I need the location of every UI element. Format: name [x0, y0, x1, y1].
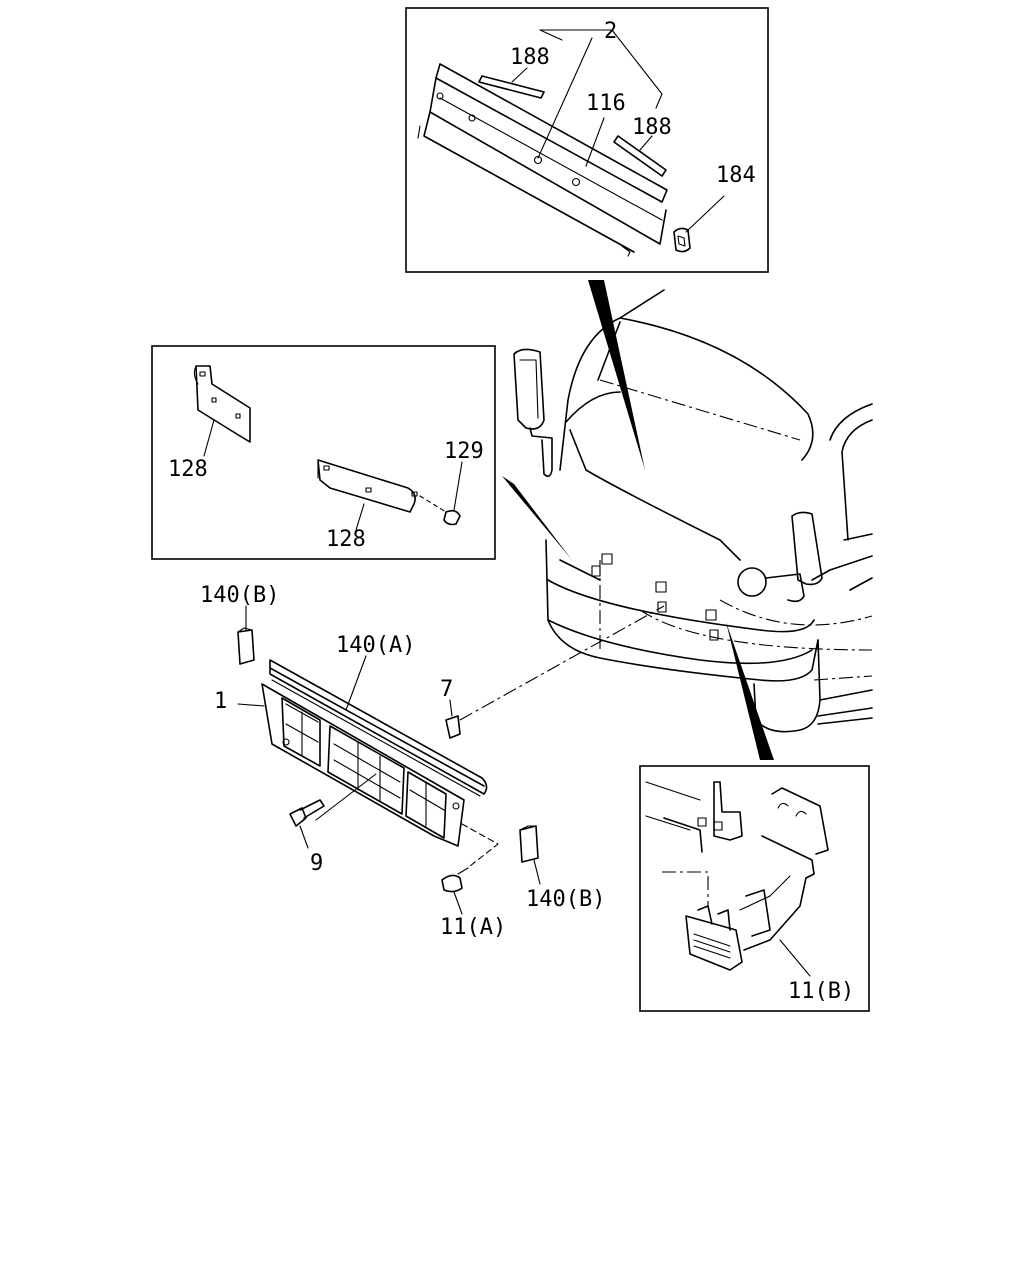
leader-9 — [299, 825, 309, 849]
dash-11a — [461, 823, 499, 867]
leader-140a — [345, 655, 367, 711]
inset-box-top — [405, 7, 769, 273]
leader-128-upper — [203, 419, 215, 457]
leader-129 — [453, 461, 463, 511]
clip-129 — [443, 509, 461, 526]
label-part-188-left: 188 — [510, 45, 550, 70]
pointer-to-bottom-inset — [726, 622, 774, 760]
leader-11b — [779, 939, 811, 977]
leader-140b-bottom — [533, 859, 541, 885]
label-part-9: 9 — [310, 851, 323, 876]
label-part-116: 116 — [586, 91, 626, 116]
leader-2 — [537, 37, 593, 159]
inset-box-left — [151, 345, 496, 560]
leader-2-bracket — [539, 29, 663, 109]
bracket-128-upper — [193, 365, 251, 443]
leader-188-right — [639, 135, 653, 151]
leader-grille-center — [315, 773, 377, 821]
grille-part-1 — [261, 683, 465, 847]
label-part-128-upper: 128 — [168, 457, 208, 482]
leader-1 — [237, 703, 265, 707]
spacer-140b-top — [237, 627, 255, 665]
clip-7 — [445, 715, 461, 739]
leader-7 — [449, 699, 453, 717]
label-part-188-right: 188 — [632, 115, 672, 140]
leader-116 — [585, 117, 605, 167]
leader-11a — [453, 891, 463, 915]
leader-184 — [685, 195, 725, 233]
label-part-140a: 140(A) — [336, 633, 415, 658]
label-part-140b-top: 140(B) — [200, 583, 279, 608]
grommet-184 — [673, 227, 691, 253]
label-part-140b-bottom: 140(B) — [526, 887, 605, 912]
mirror-right — [737, 511, 823, 603]
clip-11b-detail — [645, 781, 829, 971]
label-part-129: 129 — [444, 439, 484, 464]
label-part-1: 1 — [214, 689, 227, 714]
dash-clip-7-to-cab — [459, 605, 665, 721]
label-part-128-lower: 128 — [326, 527, 366, 552]
label-part-11b: 11(B) — [788, 979, 854, 1004]
label-part-7: 7 — [440, 677, 453, 702]
upper-panel-part-2 — [417, 63, 668, 257]
top-rail-140a — [269, 659, 488, 797]
spacer-140b-bottom — [519, 825, 539, 863]
dash-129 — [419, 495, 447, 513]
label-part-184: 184 — [716, 163, 756, 188]
pointer-to-left-inset — [502, 476, 572, 560]
inset-box-bottom-right — [639, 765, 870, 1012]
bolt-9 — [289, 799, 325, 827]
leader-128-lower — [355, 503, 365, 531]
label-part-2: 2 — [604, 19, 617, 44]
leader-188-left — [511, 67, 528, 83]
bracket-128-lower — [317, 459, 418, 513]
truck-cab — [545, 289, 873, 733]
label-part-11a: 11(A) — [440, 915, 506, 940]
mirror-left — [513, 348, 553, 478]
seal-strip-188-left — [478, 75, 545, 99]
clip-11a — [441, 867, 469, 893]
seal-strip-188-right — [613, 135, 667, 177]
clips-on-cab — [591, 553, 719, 641]
pointer-to-top-inset — [588, 280, 645, 470]
